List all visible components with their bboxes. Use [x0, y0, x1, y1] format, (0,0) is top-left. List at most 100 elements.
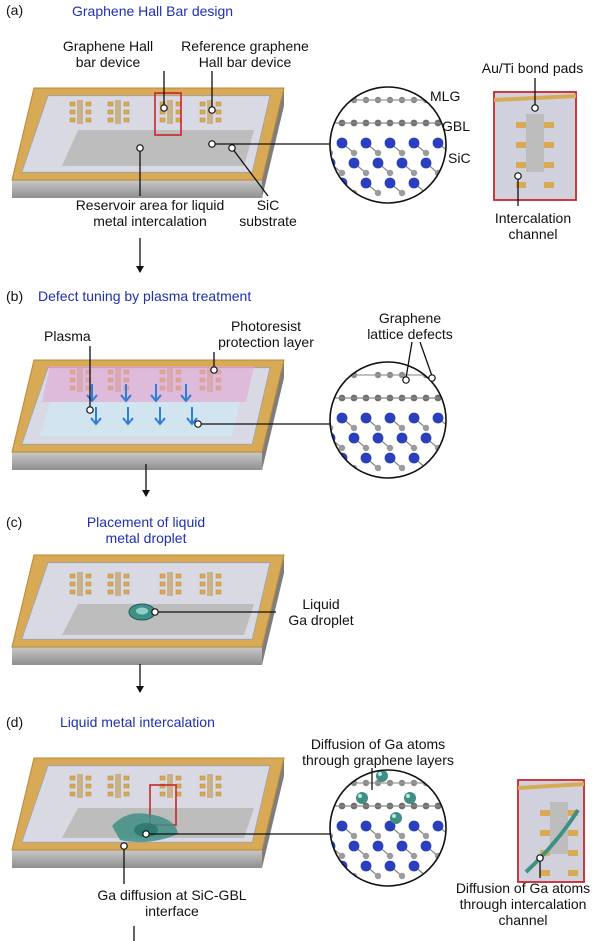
carbon-atom	[362, 444, 370, 452]
ga-atom-highlight	[378, 772, 382, 776]
leader-dot	[402, 376, 410, 384]
silicon-atom	[313, 453, 324, 464]
silicon-atom	[336, 137, 348, 149]
zoom-a	[315, 86, 447, 204]
silicon-atom	[360, 820, 372, 832]
label-bond-pads: Au/Ti bond pads	[481, 60, 584, 76]
chip-side-face	[262, 360, 284, 470]
carbon-atom	[362, 169, 370, 177]
atomic-zoom-circles	[313, 86, 462, 887]
label-layer-mlg: MLG	[430, 88, 461, 104]
silicon-atom	[432, 137, 444, 149]
chip-side-face	[262, 758, 284, 868]
flow-arrow-head	[136, 266, 144, 273]
carbon-atom	[447, 780, 453, 786]
silicon-atom	[408, 820, 420, 832]
bond-pad	[199, 101, 206, 107]
carbon-atom	[422, 832, 430, 840]
bond-pad	[540, 830, 550, 836]
carbon-atom	[386, 169, 394, 177]
bond-pad	[215, 581, 222, 587]
bond-pad	[85, 117, 92, 123]
zoom-b	[313, 361, 447, 479]
bond-pad	[69, 573, 76, 579]
bond-pad	[69, 783, 76, 789]
carbon-atom	[410, 444, 418, 452]
bond-pad	[199, 581, 206, 587]
silicon-atom	[408, 177, 420, 189]
sic-bond	[450, 846, 462, 856]
bond-pad	[544, 142, 554, 148]
silicon-atom	[420, 432, 432, 444]
carbon-atom	[447, 803, 454, 810]
bond-pad	[568, 870, 578, 876]
hall-bar-stem	[77, 774, 83, 798]
panel-b-title: Defect tuning by plasma treatment	[38, 288, 252, 304]
silicon-atom	[384, 412, 396, 424]
reservoir-area	[62, 604, 254, 635]
bond-pad	[123, 573, 130, 579]
carbon-atom	[398, 872, 406, 880]
chip-panel-a	[11, 87, 285, 198]
plasma-arrow-head	[120, 394, 132, 403]
panel-d-title: Liquid metal intercalation	[60, 714, 215, 730]
bond-pad	[85, 791, 92, 797]
silicon-atom	[408, 452, 420, 464]
silicon-atom	[360, 177, 372, 189]
carbon-atom	[330, 96, 334, 104]
carbon-atom	[330, 779, 334, 787]
plasma-arrow-head	[186, 417, 198, 426]
chip-side-face	[262, 88, 284, 198]
silicon-atom	[384, 137, 396, 149]
leader-dot	[210, 366, 218, 374]
plasma-arrow-head	[122, 417, 134, 426]
bond-pad	[159, 573, 166, 579]
bond-pad	[69, 775, 76, 781]
flow-arrow-head	[142, 490, 150, 497]
bond-pad	[123, 783, 130, 789]
bond-pad	[85, 573, 92, 579]
carbon-atom	[447, 873, 453, 879]
silicon-atom	[313, 821, 324, 832]
hall-bar-stem	[207, 572, 213, 596]
chip-front-face	[12, 647, 262, 665]
label-diffusion-channel: Diffusion of Ga atoms through intercalat…	[455, 880, 591, 928]
bond-pad	[107, 791, 114, 797]
leader-dot	[208, 106, 216, 114]
carbon-atom	[398, 464, 406, 472]
silicon-atom	[420, 157, 432, 169]
bond-pad	[516, 162, 526, 168]
bond-pad	[85, 589, 92, 595]
silicon-atom	[384, 452, 396, 464]
silicon-atom	[348, 840, 360, 852]
leader-dot	[136, 144, 144, 152]
bond-pad	[69, 117, 76, 123]
leader-dot	[531, 104, 539, 112]
silicon-atom	[408, 137, 420, 149]
bond-pad	[123, 775, 130, 781]
carbon-atom	[338, 169, 346, 177]
bond-pad	[175, 573, 182, 579]
panel-a-title: Graphene Hall Bar design	[72, 3, 234, 19]
carbon-atom	[447, 833, 453, 839]
bond-pad	[69, 101, 76, 107]
carbon-atom	[374, 189, 382, 197]
bond-pad	[544, 162, 554, 168]
bond-pad	[544, 182, 554, 188]
carbon-atom	[315, 97, 321, 103]
hall-bar-stem	[77, 100, 83, 124]
bond-pad	[85, 775, 92, 781]
carbon-atom	[338, 96, 346, 104]
bond-pad	[85, 783, 92, 789]
reservoir-area	[62, 130, 254, 166]
leader-dot	[160, 104, 168, 112]
carbon-atom	[422, 149, 430, 157]
carbon-atom	[398, 424, 406, 432]
silicon-atom	[396, 157, 408, 169]
chip-panel-d	[11, 757, 285, 868]
bond-pad	[107, 589, 114, 595]
label-layer-sic: SiC	[448, 150, 471, 166]
inset-ga-channel	[524, 808, 580, 874]
